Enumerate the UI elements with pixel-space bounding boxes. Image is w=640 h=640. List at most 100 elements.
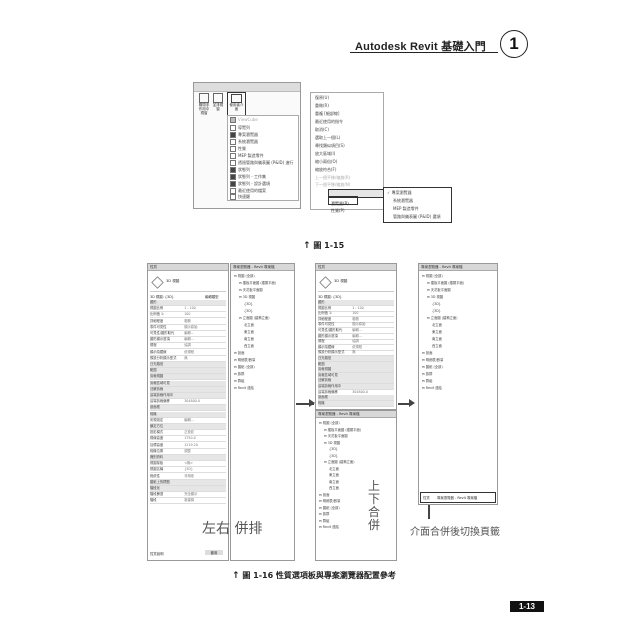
property-row[interactable]: 剖面框 bbox=[150, 405, 226, 412]
tree-node[interactable]: ⊟ 族群 bbox=[422, 372, 433, 376]
tree-node[interactable]: ⊟ 族群 bbox=[319, 512, 330, 516]
submenu-item-pid[interactable]: 管路與儀表圖 (P&ID) 選項 bbox=[393, 214, 441, 219]
tree-node[interactable]: 西立面 bbox=[432, 344, 442, 348]
tree-node[interactable]: ⊟ 3D 視圖 bbox=[324, 440, 341, 445]
context-item[interactable]: 下一個平移/縮放(N) bbox=[315, 182, 351, 187]
property-row[interactable]: 相機位置調整 bbox=[150, 449, 226, 455]
user-interface-button[interactable]: 使用者介面 bbox=[227, 92, 246, 117]
tree-node[interactable]: ⊟ Revit 連結 bbox=[234, 386, 254, 390]
context-item[interactable]: 尋找類似項目(S) bbox=[315, 143, 345, 148]
context-item[interactable]: 上一個平移/縮放(R) bbox=[315, 175, 351, 180]
tree-node[interactable]: ⊟ 視圖 (全部) bbox=[319, 421, 340, 425]
tree-node[interactable]: 北立面 bbox=[432, 323, 442, 327]
property-row[interactable]: 圖形 bbox=[150, 300, 226, 306]
property-row[interactable]: 規程協調 bbox=[318, 339, 394, 346]
menu-item-recent-files[interactable]: 最近使用的檔案 bbox=[230, 188, 266, 194]
context-item[interactable]: 縮放符合(F) bbox=[315, 167, 337, 172]
view-type-selector[interactable]: 3D 視圖 bbox=[150, 273, 226, 292]
tree-node[interactable]: ⊟ Revit 連結 bbox=[319, 525, 339, 529]
property-row[interactable]: 識別資料 bbox=[150, 455, 226, 461]
tile-windows-button[interactable]: 並排視窗 bbox=[212, 93, 224, 119]
context-item[interactable]: 重複 [細部線] bbox=[315, 111, 340, 116]
property-row[interactable]: 比例值 1:100 bbox=[318, 311, 394, 318]
menu-item-shortcuts[interactable]: 快速鍵 bbox=[230, 194, 250, 200]
tree-node[interactable]: {3D} bbox=[329, 447, 338, 451]
menu-item-status-worksets[interactable]: 狀態列 - 工作集 bbox=[230, 174, 266, 180]
property-row[interactable]: 詳細程度粗糙 bbox=[150, 319, 226, 325]
apply-button[interactable]: 套用 bbox=[205, 550, 223, 555]
tree-node[interactable]: ⊟ 樓板平面圖 (樓層平面) bbox=[427, 281, 465, 285]
property-row[interactable]: 預設分析顯示型式無 bbox=[150, 356, 226, 362]
tree-node[interactable]: 西立面 bbox=[329, 486, 339, 490]
tree-node[interactable]: 東立面 bbox=[432, 330, 442, 334]
property-row[interactable]: 比例值 1:100 bbox=[150, 312, 226, 319]
property-row[interactable]: 投影模式正投影 bbox=[150, 430, 226, 437]
tree-node[interactable]: ⊟ 群組 bbox=[422, 379, 433, 383]
property-row[interactable]: 日光路徑 bbox=[150, 362, 226, 368]
tab-project-browser[interactable]: 專案瀏覽器 - Revit 專案檔 bbox=[437, 496, 478, 500]
tree-node[interactable]: 南立面 bbox=[244, 337, 254, 341]
menu-item-status-bar[interactable]: 狀態列 bbox=[230, 167, 250, 173]
tree-node[interactable]: ⊟ 立面圖 (建築立面) bbox=[427, 316, 458, 320]
property-row[interactable]: 日光路徑 bbox=[318, 356, 394, 362]
tree-node[interactable]: 西立面 bbox=[244, 344, 254, 348]
property-row[interactable]: 鎖定方位 bbox=[150, 424, 226, 430]
tree-node[interactable]: ⊟ 剖面 bbox=[422, 351, 433, 355]
tree-node[interactable]: ⊟ 圖紙 (全部) bbox=[234, 365, 255, 369]
properties-help-link[interactable]: 性質說明 bbox=[150, 552, 164, 556]
tree-node[interactable]: {3D} bbox=[432, 309, 441, 313]
tree-node[interactable]: 南立面 bbox=[329, 479, 339, 484]
tree-node[interactable]: ⊟ 圖紙 (全部) bbox=[422, 365, 443, 369]
tree-node[interactable]: ⊟ 明細表/數量 bbox=[234, 358, 256, 362]
property-row[interactable]: 階段新建構 bbox=[150, 498, 226, 505]
property-row[interactable]: 剖面框 bbox=[318, 395, 394, 402]
property-row[interactable]: 範圍 bbox=[150, 368, 226, 375]
tree-node[interactable]: 北立面 bbox=[329, 466, 339, 471]
property-row[interactable]: 階段化 bbox=[150, 486, 226, 492]
tree-node[interactable]: 南立面 bbox=[432, 337, 442, 341]
tree-node[interactable]: ⊟ 天花板平面圖 bbox=[427, 288, 451, 292]
property-row[interactable]: 相依性非相依 bbox=[150, 474, 226, 480]
menu-item-viewcube[interactable]: ViewCube bbox=[230, 117, 258, 123]
tree-node[interactable]: ⊟ 樓板平面圖 (樓層平面) bbox=[239, 281, 277, 285]
property-row[interactable]: 彩現設定編輯... bbox=[150, 418, 226, 424]
tree-node[interactable]: 東立面 bbox=[244, 330, 254, 334]
context-item[interactable]: 取消(C) bbox=[315, 127, 329, 132]
context-item[interactable]: 選取上一個(L) bbox=[315, 135, 341, 140]
menu-item-project-browser[interactable]: 專案瀏覽器 bbox=[230, 132, 258, 138]
tree-node[interactable]: ⊟ 視圖 (全部) bbox=[422, 274, 443, 278]
property-row[interactable]: 註解剪裁 bbox=[150, 386, 226, 393]
tree-node[interactable]: ⊟ Revit 連結 bbox=[422, 386, 442, 390]
tree-node[interactable]: ⊟ 剖面 bbox=[319, 492, 330, 497]
menu-item-system-browser[interactable]: 系統瀏覽器 bbox=[230, 139, 258, 145]
tree-node[interactable]: ⊟ 明細表/數量 bbox=[422, 358, 444, 362]
menu-item-pid[interactable]: 透過管路與儀表圖 (P&ID) 進行 bbox=[230, 160, 293, 166]
property-row[interactable]: 剪裁視圖 bbox=[150, 374, 226, 381]
property-row[interactable]: 視圖樣板<無> bbox=[150, 461, 226, 468]
tree-node[interactable]: ⊟ 群組 bbox=[319, 518, 330, 523]
submenu-item-project-browser[interactable]: ✓ 專案瀏覽器 bbox=[387, 190, 412, 195]
property-row[interactable]: 範圍 bbox=[318, 361, 394, 368]
view-instance-selector[interactable]: 3D 視圖: {3D} bbox=[318, 295, 342, 299]
property-row[interactable]: 圖形顯示選項編輯... bbox=[318, 334, 394, 340]
property-row[interactable]: 剪裁區域可見 bbox=[318, 372, 394, 379]
property-row[interactable]: 遠端剪裁作用中 bbox=[318, 384, 394, 390]
view-type-selector[interactable]: 3D 視圖 bbox=[318, 273, 394, 292]
property-row[interactable]: 階段篩選完全顯示 bbox=[150, 492, 226, 499]
tree-node[interactable]: ⊟ 3D 視圖 bbox=[427, 295, 444, 299]
tree-node[interactable]: ⊟ 立面圖 (建築立面) bbox=[239, 316, 270, 320]
property-row[interactable]: 遠端剪裁作用中 bbox=[150, 393, 226, 399]
property-row[interactable]: 剪裁視圖 bbox=[318, 367, 394, 374]
menu-item-mep-parts[interactable]: MEP 製造零件 bbox=[230, 153, 264, 159]
tree-node[interactable]: ⊟ 群組 bbox=[234, 379, 245, 383]
property-row[interactable]: 可見性/圖形取代編輯... bbox=[150, 331, 226, 337]
context-item[interactable]: 放大區域(I) bbox=[315, 151, 336, 156]
property-row[interactable]: 相機 bbox=[150, 411, 226, 418]
context-item[interactable]: 最近使用的指令 bbox=[315, 119, 343, 124]
tree-node[interactable]: ⊟ 立面圖 (建築立面) bbox=[324, 460, 355, 464]
